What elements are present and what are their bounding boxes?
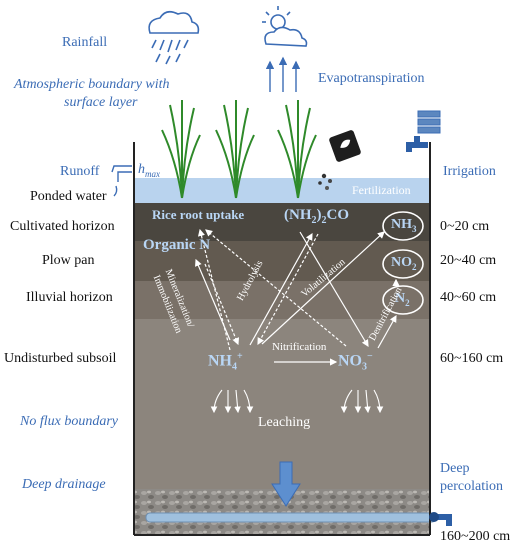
deep-percolation-label-2: percolation <box>440 479 503 494</box>
rice-root-uptake-label: Rice root uptake <box>152 207 245 222</box>
layer-name: Illuvial horizon <box>26 290 113 305</box>
runoff-label: Runoff <box>60 164 100 179</box>
irrigation-label: Irrigation <box>443 164 496 179</box>
sun-cloud-icon <box>262 6 308 47</box>
layer-depth: 0~20 cm <box>440 219 490 234</box>
rain-cloud-icon <box>148 10 200 65</box>
nh4-label: NH4+ <box>208 351 243 373</box>
no-flux-boundary-label: No flux boundary <box>20 414 118 429</box>
layer-depth: 60~160 cm <box>440 351 504 366</box>
atmospheric-boundary-label-2: surface layer <box>64 95 138 110</box>
undisturbed-subsoil-layer <box>134 319 430 489</box>
rice-plant-icon <box>161 100 317 199</box>
plow-pan-layer <box>134 241 430 281</box>
atmospheric-boundary-label: Atmospheric boundary with <box>14 77 170 92</box>
drain-tap-icon <box>429 512 452 526</box>
drain-pipe <box>145 512 437 523</box>
layer-depth: 160~200 cm <box>440 529 511 544</box>
rainfall-label: Rainfall <box>62 35 108 50</box>
layer-depth: 20~40 cm <box>440 253 497 268</box>
nitrogen-flow-arrows <box>195 228 400 366</box>
deep-drainage-label: Deep drainage <box>22 477 106 492</box>
n2-label: N2 <box>395 291 410 308</box>
layer-name: Undisturbed subsoil <box>4 351 117 366</box>
no2-label: NO2 <box>391 255 417 272</box>
deep-percolation-label: Deep <box>440 461 470 476</box>
urea-label: (NH2)2CO <box>284 207 349 226</box>
nitrification-label: Nitrification <box>272 341 327 353</box>
evapotranspiration-label: Evapotranspiration <box>318 71 425 86</box>
hmax-label: hmax <box>138 162 160 179</box>
layer-name: Plow pan <box>42 253 95 268</box>
process-ellipses <box>382 211 424 315</box>
evapotranspiration-arrows <box>265 56 301 92</box>
layer-name: Cultivated horizon <box>10 219 115 234</box>
layer-name: Ponded water <box>30 189 107 204</box>
no3-label: NO3− <box>338 351 373 373</box>
irrigation-tap-icon <box>406 110 441 152</box>
layer-depth: 40~60 cm <box>440 290 497 305</box>
nh3-label: NH3 <box>391 217 417 234</box>
leaching-label: Leaching <box>258 415 311 430</box>
runoff-faucet-icon <box>111 165 132 197</box>
fertilization-label: Fertilization <box>352 183 411 197</box>
organic-n-label: Organic N <box>143 237 211 253</box>
deep-drainage-arrow <box>271 461 301 507</box>
fertilizer-bag-icon <box>318 130 361 190</box>
leaching-arrows <box>210 389 384 414</box>
